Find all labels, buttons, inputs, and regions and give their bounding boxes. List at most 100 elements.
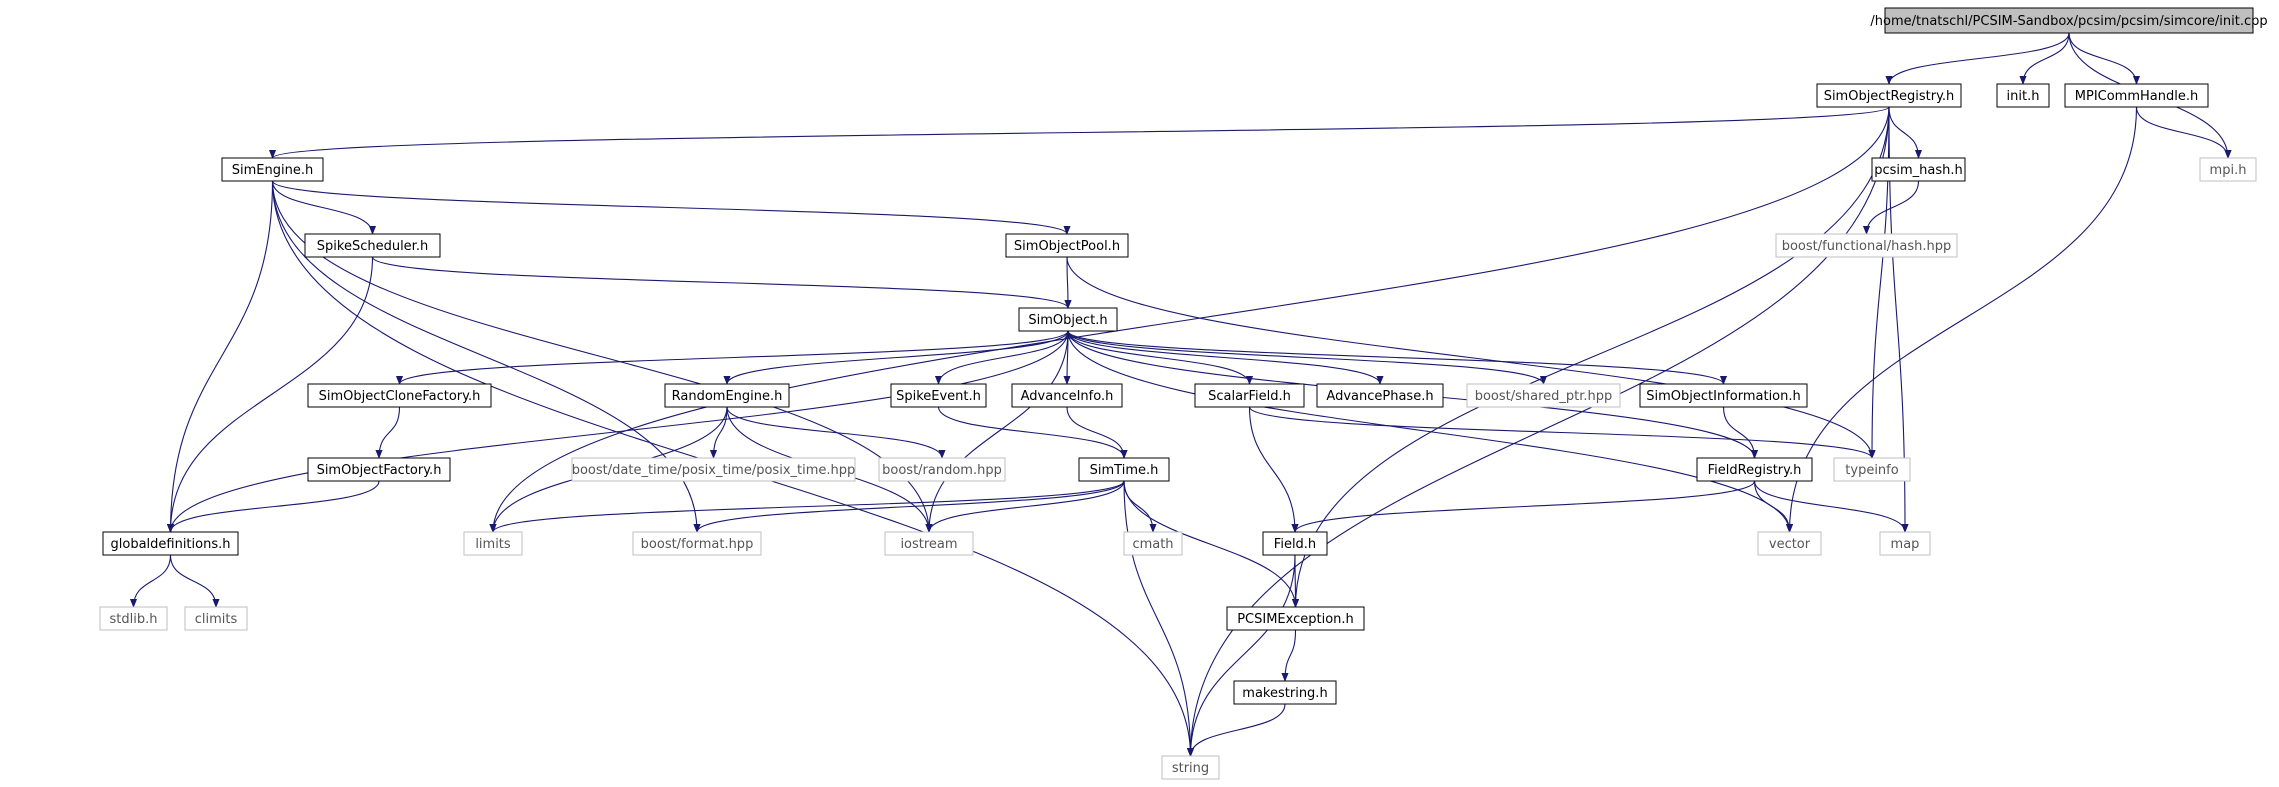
node-label: boost/date_time/posix_time/posix_time.hp… xyxy=(572,463,856,478)
node-box xyxy=(571,457,856,482)
node-limits: limits xyxy=(463,531,523,556)
node-simobjectpool-h[interactable]: SimObjectPool.h xyxy=(1005,233,1129,258)
node-label: globaldefinitions.h xyxy=(111,537,231,552)
node-makestring-h[interactable]: makestring.h xyxy=(1233,680,1337,705)
node-box xyxy=(221,157,324,182)
edge-globaldefinitions_h-to-climits xyxy=(169,554,220,608)
node-pcsimexception-h[interactable]: PCSIMException.h xyxy=(1226,606,1365,631)
node-label: SpikeScheduler.h xyxy=(317,239,428,254)
node-layer: /home/tnatschl/PCSIM-Sandbox/pcsim/pcsim… xyxy=(99,7,2268,780)
edge-simtime_h-to-iostream xyxy=(925,480,1125,533)
node-label: string xyxy=(1172,761,1209,776)
node-label: limits xyxy=(475,537,511,552)
node-box xyxy=(102,531,239,556)
node-globaldefinitions-h[interactable]: globaldefinitions.h xyxy=(102,531,239,556)
node-box xyxy=(1696,457,1813,482)
node-label: SimObjectPool.h xyxy=(1014,239,1120,254)
edge-simobjectregistry_h-to-limits xyxy=(489,106,1890,533)
node-iostream: iostream xyxy=(884,531,974,556)
node-spikeevent-h[interactable]: SpikeEvent.h xyxy=(890,383,987,408)
node-box xyxy=(1078,457,1170,482)
node-box xyxy=(1816,83,1962,108)
node-box xyxy=(1123,531,1183,556)
node-simobjectfactory-h[interactable]: SimObjectFactory.h xyxy=(307,457,451,482)
node-label: SimEngine.h xyxy=(232,163,313,178)
node-mpi-h: mpi.h xyxy=(2199,157,2257,182)
node-fieldregistry-h[interactable]: FieldRegistry.h xyxy=(1696,457,1813,482)
edge-field_h-to-string xyxy=(1186,554,1296,757)
node-box xyxy=(1833,457,1911,482)
node-box xyxy=(1757,531,1822,556)
node-label: SimObjectRegistry.h xyxy=(1824,89,1955,104)
node-simengine-h[interactable]: SimEngine.h xyxy=(221,157,324,182)
node-box xyxy=(307,383,492,408)
edge-spikeevent_h-to-simtime_h xyxy=(937,406,1128,459)
node-box xyxy=(1262,531,1328,556)
node-box xyxy=(1194,383,1305,408)
edge-simobject_h-to-simobjectclonefactory_h xyxy=(396,330,1069,385)
node-label: stdlib.h xyxy=(110,612,158,627)
node-simobjectinformation-h[interactable]: SimObjectInformation.h xyxy=(1639,383,1808,408)
node-simobjectregistry-h[interactable]: SimObjectRegistry.h xyxy=(1816,83,1962,108)
node-mpicommhandle-h[interactable]: MPICommHandle.h xyxy=(2064,83,2209,108)
edge-simobject_h-to-randomengine_h xyxy=(723,330,1069,385)
edge-fieldregistry_h-to-map xyxy=(1753,480,1909,533)
node-box xyxy=(884,531,974,556)
node-init-h[interactable]: init.h xyxy=(1996,83,2050,108)
node-field-h[interactable]: Field.h xyxy=(1262,531,1328,556)
edge-simobjectclonefactory_h-to-simobjectfactory_h xyxy=(375,406,401,459)
node-advancephase-h[interactable]: AdvancePhase.h xyxy=(1316,383,1444,408)
edge-simengine_h-to-simobjectpool_h xyxy=(271,180,1071,235)
node-label: AdvancePhase.h xyxy=(1326,389,1433,404)
edge-layer xyxy=(129,32,2232,757)
node-randomengine-h[interactable]: RandomEngine.h xyxy=(664,383,790,408)
node-box xyxy=(99,606,168,631)
edge-makestring_h-to-string xyxy=(1186,703,1286,757)
node-label: RandomEngine.h xyxy=(672,389,783,404)
node-simobject-h[interactable]: SimObject.h xyxy=(1018,307,1118,332)
edge-simtime_h-to-string xyxy=(1123,480,1195,757)
node-simobjectclonefactory-h[interactable]: SimObjectCloneFactory.h xyxy=(307,383,492,408)
node-box xyxy=(1639,383,1808,408)
edge-simobject_h-to-advancephase_h xyxy=(1067,330,1384,385)
node-label: pcsim_hash.h xyxy=(1874,163,1963,178)
node-advanceinfo-h[interactable]: AdvanceInfo.h xyxy=(1011,383,1123,408)
edge-randomengine_h-to-boost_posix_time xyxy=(709,406,728,459)
node-label: SimObjectCloneFactory.h xyxy=(319,389,481,404)
node-map: map xyxy=(1879,531,1931,556)
node-box xyxy=(304,233,441,258)
node-box xyxy=(1879,531,1931,556)
node-box xyxy=(2199,157,2257,182)
node-label: cmath xyxy=(1132,537,1173,552)
edge-init_cpp-to-mpicommhandle_h xyxy=(2068,32,2141,85)
edge-simobjectregistry_h-to-map xyxy=(1888,106,1909,533)
node-box xyxy=(1996,83,2050,108)
edge-fieldregistry_h-to-field_h xyxy=(1291,480,1756,533)
edge-simobjectpool_h-to-typeinfo xyxy=(1066,256,1876,459)
edge-fieldregistry_h-to-vector xyxy=(1753,480,1794,533)
edge-globaldefinitions_h-to-stdlib_h xyxy=(129,554,172,608)
node-simtime-h[interactable]: SimTime.h xyxy=(1078,457,1170,482)
node-boost-functional-hash: boost/functional/hash.hpp xyxy=(1775,233,1958,258)
edge-simobject_h-to-spikeevent_h xyxy=(934,330,1069,385)
edge-pcsimexception_h-to-makestring_h xyxy=(1281,629,1297,682)
node-box xyxy=(1884,7,2254,34)
node-pcsim-hash-h[interactable]: pcsim_hash.h xyxy=(1871,157,1966,182)
edge-simengine_h-to-globaldefinitions_h xyxy=(166,180,274,533)
node-box xyxy=(307,457,451,482)
node-box xyxy=(463,531,523,556)
edge-simobject_h-to-globaldefinitions_h xyxy=(166,330,1069,533)
node-string: string xyxy=(1161,755,1220,780)
node-box xyxy=(890,383,987,408)
edge-pcsim_hash_h-to-boost_functional_hash xyxy=(1862,180,1920,235)
node-box xyxy=(2064,83,2209,108)
node-scalarfield-h[interactable]: ScalarField.h xyxy=(1194,383,1305,408)
node-label: mpi.h xyxy=(2210,163,2247,178)
node-spikescheduler-h[interactable]: SpikeScheduler.h xyxy=(304,233,441,258)
edge-advanceinfo_h-to-simtime_h xyxy=(1066,406,1128,459)
node-box xyxy=(1233,680,1337,705)
edge-simobjectregistry_h-to-simengine_h xyxy=(269,106,1890,159)
edge-init_cpp-to-simobjectregistry_h xyxy=(1885,32,2070,85)
edge-simengine_h-to-spikescheduler_h xyxy=(271,180,377,235)
